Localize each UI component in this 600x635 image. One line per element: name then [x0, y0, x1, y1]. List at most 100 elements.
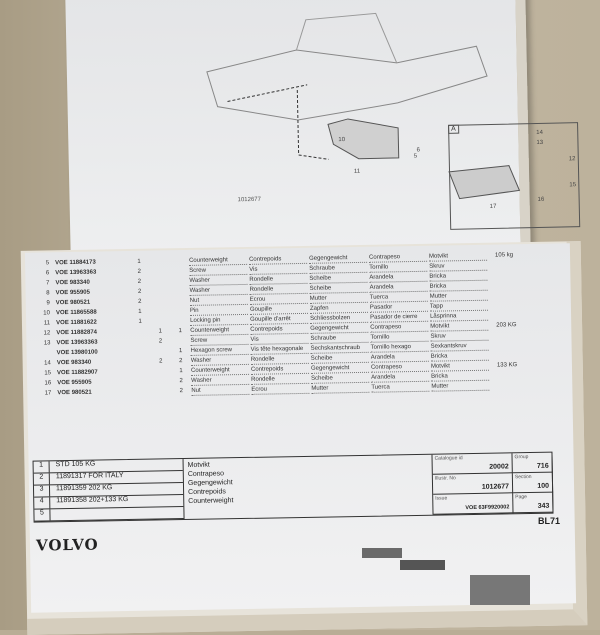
cell-rem	[489, 270, 529, 281]
cell-q2	[151, 376, 171, 386]
variant-text: 11891317 FOR ITALY	[55, 472, 124, 481]
catalogue-label: Catalogue id	[434, 455, 463, 462]
cell-pos: 10	[43, 310, 51, 317]
callout: 6	[416, 147, 420, 154]
cell-fr: Ecrou	[251, 383, 310, 395]
cell-pos: 16	[44, 380, 52, 387]
catalogue-info: Catalogue id 20002 Group 716 Illustr. No 10…	[431, 452, 554, 515]
cell-q1: 1	[138, 308, 142, 315]
cell-pos: 13	[43, 340, 51, 347]
cell-q1: 2	[138, 298, 142, 305]
cell-q2	[151, 386, 171, 396]
title-block: 1 STD 105 KG 2 11891317 FOR ITALY 3 11891359 …	[32, 451, 554, 523]
cell-q3	[170, 296, 190, 306]
cell-q2	[151, 366, 171, 376]
cell-q2	[150, 286, 170, 296]
cell-q3: 2	[179, 358, 183, 365]
issue-label: Issue	[435, 495, 448, 502]
cell-q2: 1	[158, 328, 163, 335]
cell-q2	[150, 316, 170, 326]
detail-a-box: A	[448, 122, 581, 230]
cell-q1	[131, 387, 151, 397]
section-label: Section	[514, 473, 532, 481]
cell-q3	[170, 336, 190, 346]
cell-de: Mutter	[311, 382, 370, 394]
cell-q2	[149, 276, 169, 286]
cell-rem: 133 KG	[496, 362, 518, 369]
cell-q2	[149, 256, 169, 266]
variant-number: 3	[33, 485, 51, 497]
callout: 17	[489, 203, 497, 211]
cell-pos	[35, 348, 51, 358]
group-value: 716	[536, 462, 549, 470]
cell-q1	[131, 367, 151, 377]
upper-catalog-page: A 5 6 10 11 12 13 14 15 16 17 1012677	[65, 0, 581, 263]
page-tab-marker	[470, 575, 530, 605]
cell-q3	[170, 316, 190, 326]
illustration-number: 1012677	[237, 196, 262, 204]
variant-text: STD 105 KG	[55, 460, 96, 469]
page-tab-marker	[400, 560, 445, 570]
cell-pos: 15	[44, 370, 52, 377]
variant-list: 1 STD 105 KG 2 11891317 FOR ITALY 3 11891359 …	[33, 459, 185, 522]
cell-q3: 1	[179, 368, 183, 375]
cell-q1	[130, 327, 150, 337]
machine-frame-drawing	[206, 12, 521, 200]
cell-rem	[490, 300, 530, 311]
exploded-diagram: A 5 6 10 11 12 13 14 15 16 17	[146, 5, 581, 230]
cell-q1: 1	[137, 258, 141, 265]
cell-q1: 2	[137, 278, 142, 285]
part-name: Counterweight	[188, 497, 234, 505]
variant-text	[50, 509, 56, 520]
cell-q3	[169, 266, 189, 276]
cell-q2: 2	[158, 338, 163, 345]
cell-rem	[489, 260, 529, 271]
cell-q2: 2	[159, 358, 163, 365]
volvo-logo: VOLVO	[35, 535, 99, 555]
cell-q3: 2	[179, 388, 184, 395]
callout: 15	[569, 182, 577, 189]
variant-number: 2	[33, 473, 50, 485]
cell-q1: 2	[137, 288, 142, 295]
variant-number: 4	[34, 497, 51, 509]
cell-q3: 2	[179, 378, 183, 385]
cell-q1	[131, 347, 151, 357]
cell-q1	[131, 377, 151, 387]
variant-row: 5	[34, 507, 184, 522]
issue-value: VOE 63F9920002	[465, 504, 510, 512]
cell-q3: 1	[178, 348, 183, 355]
callout: 10	[338, 137, 346, 144]
section-value: 100	[537, 482, 550, 490]
cell-pos: 6	[45, 270, 50, 277]
cell-rem	[489, 280, 529, 291]
catalogue-id: 20002	[489, 463, 509, 471]
callout: 16	[537, 196, 545, 203]
cell-rem	[491, 380, 531, 391]
group-label: Group	[514, 454, 529, 461]
variant-text: 11891359 202 KG	[55, 484, 113, 493]
cell-q1: 2	[137, 268, 141, 275]
illustr-label: Illustr. No	[434, 475, 456, 482]
callout: 12	[568, 156, 576, 163]
variant-number: 5	[34, 509, 51, 521]
variant-number: 1	[33, 461, 50, 473]
cell-pos: 5	[45, 260, 50, 267]
detail-a-label: A	[448, 124, 459, 134]
cell-q2	[149, 266, 169, 276]
cell-pos: 14	[44, 360, 51, 367]
cell-en: Nut	[191, 384, 250, 396]
cell-sv: Mutter	[431, 380, 490, 392]
cell-q1	[131, 357, 151, 367]
cell-q3	[170, 306, 190, 316]
page-label: Page	[515, 494, 527, 501]
cell-q3	[169, 276, 189, 286]
page-number: 343	[537, 502, 550, 510]
callout: 13	[536, 139, 544, 147]
cell-q3: 1	[178, 328, 183, 335]
cell-rem	[491, 370, 531, 381]
cell-part: VOE 980521	[57, 389, 92, 397]
callout: 14	[536, 129, 543, 137]
cell-pos: 8	[46, 290, 50, 297]
